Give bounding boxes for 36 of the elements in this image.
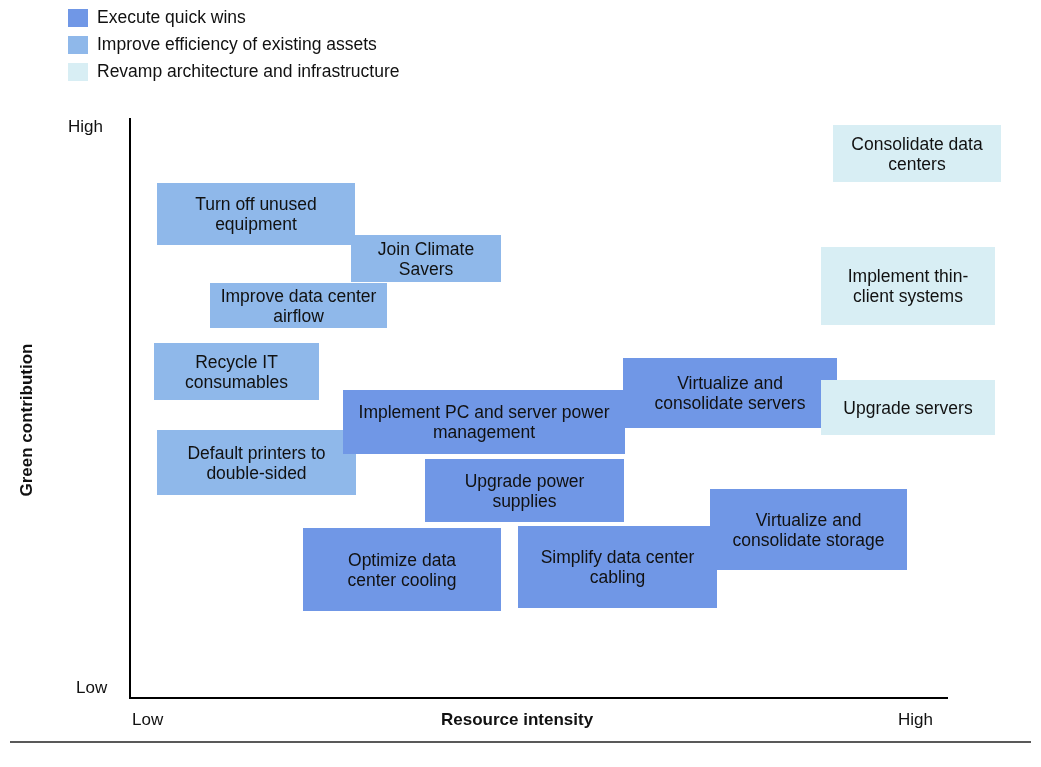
initiative-label: Virtualize and consolidate servers (653, 373, 807, 413)
initiative-label: Upgrade servers (843, 397, 973, 418)
legend-label: Revamp architecture and infrastructure (97, 61, 400, 82)
initiative-box (833, 125, 1001, 182)
legend-label: Improve efficiency of existing assets (97, 34, 377, 55)
axis-tick-label: Low (76, 678, 108, 698)
initiative-box (351, 235, 501, 282)
initiative-box (425, 459, 624, 522)
initiative-label: Turn off unused equipment (194, 194, 318, 234)
initiative-label: Improve data center airflow (219, 285, 378, 326)
initiative-box (821, 380, 995, 435)
initiative-label: Upgrade power supplies (463, 470, 586, 511)
axis-tick-label: High (68, 117, 103, 137)
initiative-box (157, 183, 355, 245)
initiative-label: Recycle IT consumables (183, 351, 290, 392)
axis-title: Green contribution (16, 343, 37, 497)
axis-title: Resource intensity (441, 710, 594, 730)
initiative-label: Join Climate Savers (376, 238, 476, 279)
initiative-box (821, 247, 995, 325)
initiative-label: Consolidate data centers (850, 133, 984, 174)
axis-tick-label: High (898, 710, 933, 730)
axis-tick-label: Low (132, 710, 164, 730)
initiative-label: Default printers to double-sided (186, 442, 327, 483)
legend-label: Execute quick wins (97, 7, 246, 28)
initiative-box (518, 526, 717, 608)
initiative-label: Implement thin-client systems (846, 266, 970, 306)
initiative-label: Optimize data center cooling (346, 549, 458, 590)
initiative-box (710, 489, 907, 570)
initiative-box (210, 283, 387, 328)
initiative-label: Implement PC and server power management (357, 402, 611, 442)
initiative-box (157, 430, 356, 495)
initiative-label: Virtualize and consolidate storage (731, 509, 886, 550)
initiative-label: Simplify data center cabling (539, 547, 696, 587)
initiative-box (303, 528, 501, 611)
initiative-box (154, 343, 319, 400)
initiative-box (343, 390, 625, 454)
